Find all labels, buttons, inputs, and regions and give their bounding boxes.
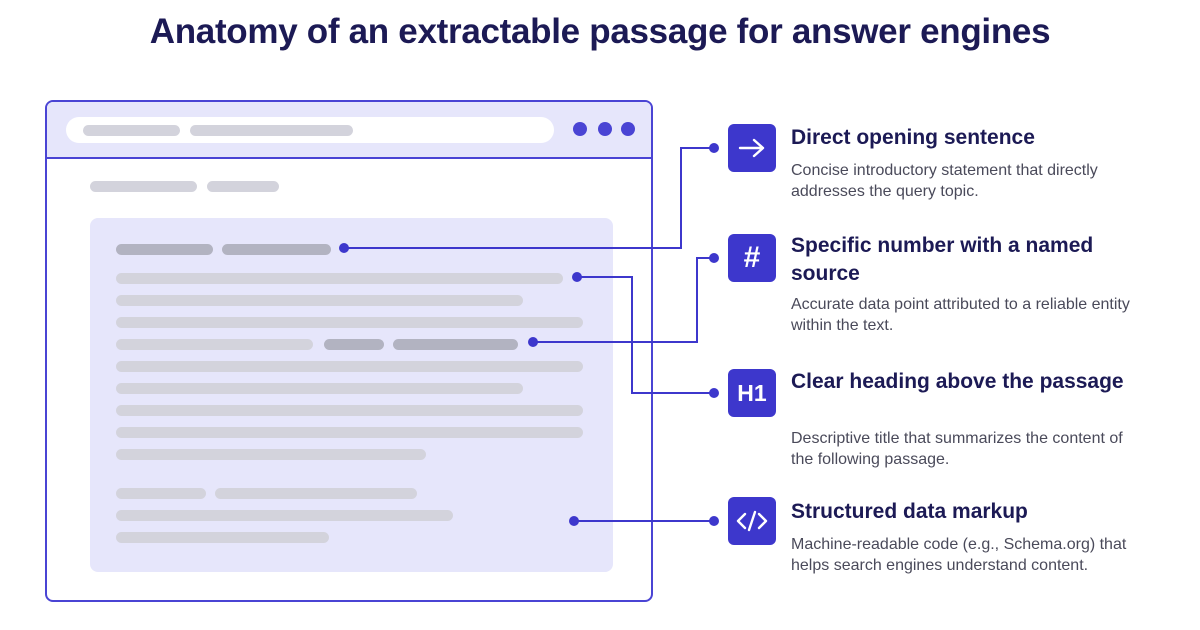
passage-line-placeholder (116, 532, 329, 543)
passage-line-placeholder (116, 339, 313, 350)
passage-line-placeholder (116, 383, 523, 394)
connector-clear-heading (577, 276, 714, 394)
feature-desc-direct-opening: Concise introductory statement that dire… (791, 162, 1098, 200)
feature-title-clear-heading: Clear heading above the passage (791, 370, 1124, 393)
connector-endpoint-dot (709, 253, 719, 263)
address-text-placeholder (190, 125, 353, 136)
address-text-placeholder (83, 125, 180, 136)
connector-endpoint-dot (572, 272, 582, 282)
feature-desc-clear-heading: Descriptive title that summarizes the co… (791, 430, 1123, 468)
browser-toolbar (47, 102, 651, 159)
feature-desc-specific-number: Accurate data point attributed to a reli… (791, 296, 1130, 334)
passage-heading-placeholder (222, 244, 331, 255)
page-title: Anatomy of an extractable passage for an… (149, 12, 1051, 51)
browser-window-mockup (45, 100, 653, 602)
connector-endpoint-dot (709, 388, 719, 398)
connector-endpoint-dot (569, 516, 579, 526)
passage-line-placeholder (116, 273, 563, 284)
window-dot-icon (573, 122, 587, 136)
feature-desc-structured-data: Machine-readable code (e.g., Schema.org)… (791, 536, 1127, 574)
code-icon (728, 497, 776, 545)
passage-line-placeholder (116, 449, 426, 460)
extractable-passage (90, 218, 613, 572)
connector-endpoint-dot (709, 143, 719, 153)
passage-heading-placeholder (116, 244, 213, 255)
passage-line-placeholder (116, 295, 523, 306)
passage-line-placeholder (116, 427, 583, 438)
arrow-right-icon (728, 124, 776, 172)
connector-specific-number (533, 257, 714, 343)
passage-line-placeholder (116, 361, 583, 372)
passage-line-placeholder (116, 510, 453, 521)
connector-direct-opening (344, 147, 714, 249)
window-dot-icon (621, 122, 635, 136)
passage-line-placeholder (116, 405, 583, 416)
hash-icon-glyph: # (743, 241, 761, 274)
window-dot-icon (598, 122, 612, 136)
page-text-placeholder (207, 181, 279, 192)
passage-line-placeholder (215, 488, 417, 499)
hash-icon: # (728, 234, 776, 282)
passage-number-placeholder (393, 339, 518, 350)
connector-endpoint-dot (709, 516, 719, 526)
feature-title-specific-number: Specific number with a named source (791, 234, 1094, 285)
feature-title-structured-data: Structured data markup (791, 500, 1028, 523)
passage-line-placeholder (116, 317, 583, 328)
passage-number-placeholder (324, 339, 384, 350)
feature-title-direct-opening: Direct opening sentence (791, 126, 1035, 149)
page-text-placeholder (90, 181, 197, 192)
connector-endpoint-dot (339, 243, 349, 253)
connector-endpoint-dot (528, 337, 538, 347)
h1-icon-glyph: H1 (737, 379, 767, 406)
h1-heading-icon: H1 (728, 369, 776, 417)
address-bar (66, 117, 554, 143)
passage-line-placeholder (116, 488, 206, 499)
